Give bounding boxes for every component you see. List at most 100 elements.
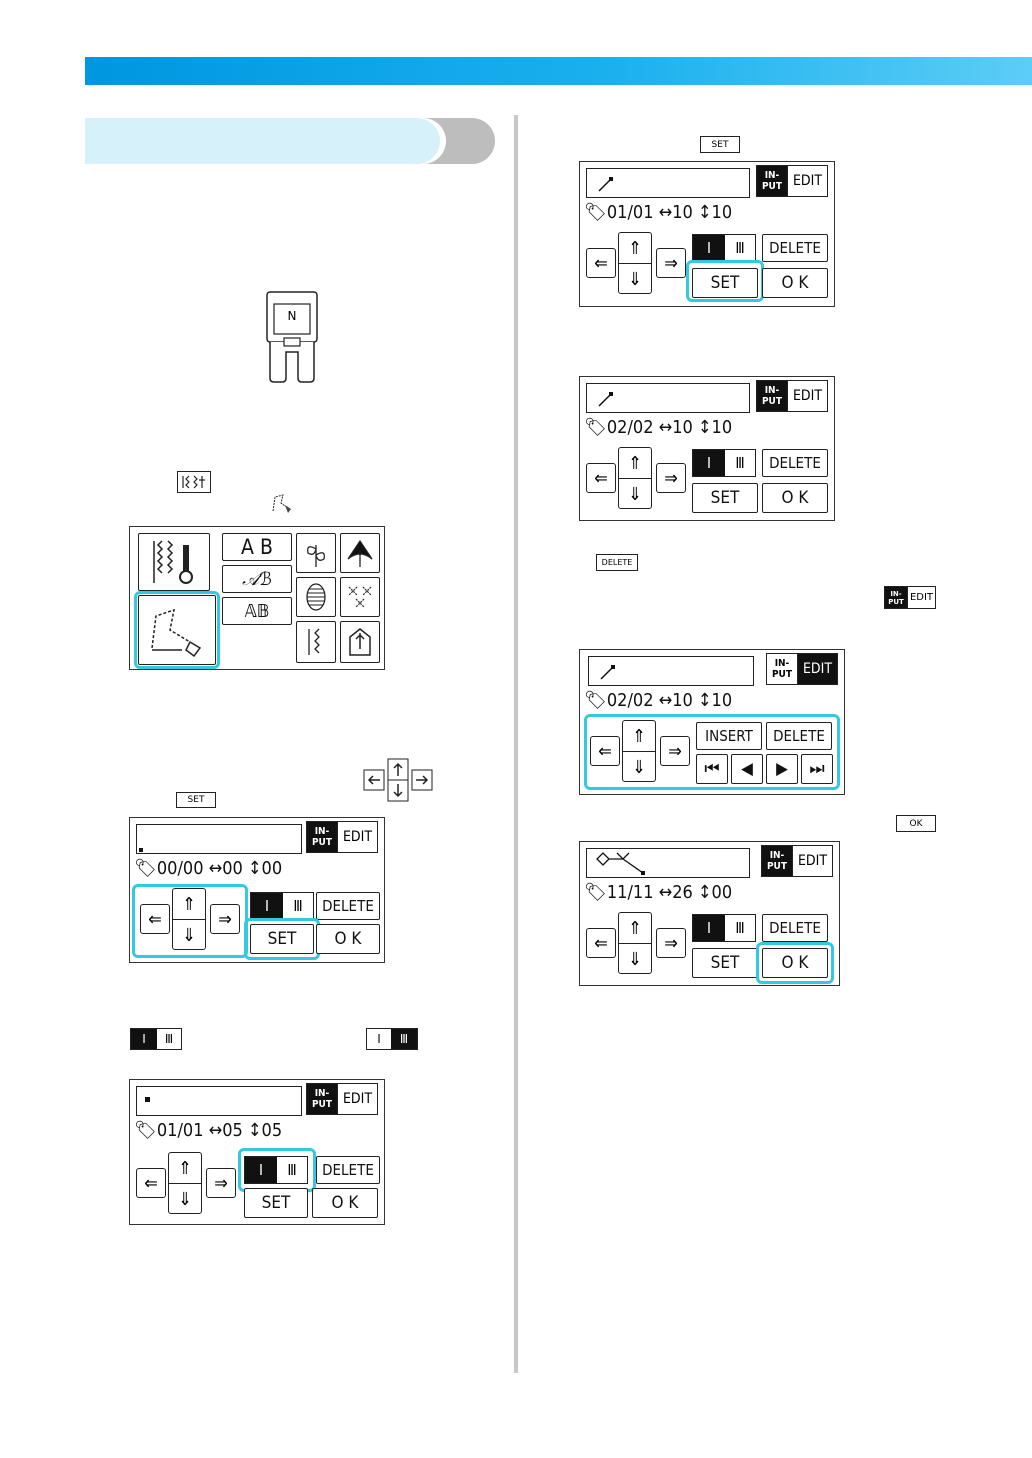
set-button[interactable]: SET — [244, 1188, 308, 1218]
input-edit-toggle[interactable]: IN-PUT EDIT — [756, 380, 828, 412]
arrow-up-icon: ⇑ — [619, 448, 651, 479]
left-arrow-button[interactable]: ⇐ — [586, 463, 616, 493]
stitch-status-readout: 🏷00/00 ↔00 ↕00 — [134, 858, 283, 879]
arrow-left-icon: ⇐ — [594, 467, 608, 489]
stitch-preview-display — [136, 1086, 302, 1116]
ok-button[interactable]: O K — [312, 1188, 378, 1218]
up-down-arrow-buttons[interactable]: ⇑⇓ — [618, 232, 652, 294]
stitch-preview-display — [588, 656, 754, 686]
stitch-status-readout: 🏷01/01 ↔10 ↕10 — [584, 202, 733, 223]
arrow-right-icon: ⇒ — [664, 467, 678, 489]
up-down-arrow-buttons[interactable]: ⇑⇓ — [618, 912, 652, 974]
satin-stitch-tile[interactable] — [296, 577, 336, 617]
set-button[interactable]: SET — [692, 483, 758, 513]
ok-button[interactable]: O K — [316, 924, 380, 954]
left-arrow-button[interactable]: ⇐ — [586, 928, 616, 958]
up-down-arrow-buttons[interactable]: ⇑⇓ — [168, 1152, 202, 1214]
next-point-button[interactable]: ▶ — [766, 754, 798, 784]
input-edit-toggle[interactable]: IN-PUT EDIT — [766, 653, 838, 685]
previous-point-button[interactable]: ◀ — [731, 754, 763, 784]
my-custom-stitch-tile[interactable] — [138, 595, 216, 665]
up-down-arrow-buttons[interactable]: ⇑⇓ — [618, 447, 652, 509]
ok-button[interactable]: O K — [762, 483, 828, 513]
input-mode-label: IN-PUT — [307, 822, 337, 852]
left-arrow-button[interactable]: ⇐ — [586, 248, 616, 278]
stitch-status-readout: 🏷02/02 ↔10 ↕10 — [584, 417, 733, 438]
arrow-left-icon: ⇐ — [594, 932, 608, 954]
input-mode-label: IN-PUT — [771, 658, 793, 680]
alphabet-script-tile[interactable]: 𝒜ℬ — [222, 565, 292, 593]
cross-stitch-tile[interactable] — [340, 577, 380, 617]
edit-screen-edit-mode: IN-PUT EDIT 🏷02/02 ↔10 ↕10 ⇐ ⇑⇓ ⇒ INSERT… — [579, 649, 845, 795]
set-button[interactable]: SET — [692, 948, 758, 978]
quilting-stitch-tile[interactable] — [296, 621, 336, 663]
arrow-left-icon: ⇐ — [594, 252, 608, 274]
edit-controls-highlight — [584, 714, 840, 790]
stitch-preview-display — [136, 824, 302, 854]
delete-button[interactable]: DELETE — [762, 449, 828, 477]
triangle-right-icon: ▶ — [776, 759, 788, 779]
set-button[interactable]: SET — [250, 924, 314, 954]
section-heading-pill — [85, 118, 495, 164]
right-arrow-button[interactable]: ⇒ — [206, 1168, 236, 1198]
heirloom-stitch-tile[interactable] — [340, 533, 380, 573]
arrow-left-icon: ⇐ — [598, 740, 612, 762]
skip-end-icon: ⏭ — [809, 759, 825, 779]
ok-button[interactable]: O K — [762, 268, 828, 298]
input-mode-label: IN-PUT — [757, 166, 787, 196]
utility-stitch-tile[interactable] — [138, 533, 210, 591]
right-arrow-button[interactable]: ⇒ — [656, 928, 686, 958]
edit-mode-label: EDIT — [797, 654, 837, 684]
delete-button[interactable]: DELETE — [316, 892, 380, 920]
input-edit-toggle[interactable]: IN-PUT EDIT — [756, 165, 828, 197]
toggle-highlight — [238, 1148, 316, 1192]
arrow-up-icon: ⇑ — [173, 889, 205, 920]
delete-button[interactable]: DELETE — [316, 1156, 380, 1184]
arrow-left-icon: ⇐ — [144, 1172, 158, 1194]
triangle-left-icon: ◀ — [741, 759, 753, 779]
right-arrow-button[interactable]: ⇒ — [656, 463, 686, 493]
utility-stitch-key-icon — [177, 471, 211, 493]
delete-button[interactable]: DELETE — [762, 914, 828, 942]
arrow-right-icon: ⇒ — [664, 932, 678, 954]
right-arrow-button[interactable]: ⇒ — [656, 248, 686, 278]
set-button[interactable]: SET — [692, 268, 758, 298]
left-arrow-button[interactable]: ⇐ — [140, 904, 170, 934]
left-arrow-button[interactable]: ⇐ — [590, 736, 620, 766]
ok-button[interactable]: O K — [762, 948, 828, 978]
insert-button[interactable]: INSERT — [696, 722, 762, 750]
alphabet-outline-tile[interactable]: 𝔸𝔹 — [222, 597, 292, 625]
arrow-up-icon: ⇑ — [619, 913, 651, 944]
stitch-category-screen: A B 𝒜ℬ 𝔸𝔹 — [129, 526, 385, 670]
up-down-arrow-buttons[interactable]: ⇑⇓ — [622, 720, 656, 782]
input-mode-label: IN-PUT — [757, 381, 787, 411]
up-down-arrow-buttons[interactable]: ⇑⇓ — [172, 888, 206, 950]
arrow-down-icon: ⇓ — [628, 948, 642, 970]
stitch-preview-display — [586, 383, 750, 413]
ok-key-icon: OK — [896, 815, 936, 832]
right-arrow-button[interactable]: ⇒ — [210, 904, 240, 934]
delete-button[interactable]: DELETE — [762, 234, 828, 262]
input-edit-toggle[interactable]: IN-PUT EDIT — [761, 845, 833, 877]
alphabet-block-tile[interactable]: A B — [222, 533, 292, 561]
presser-foot-n-icon: N — [266, 291, 318, 383]
stitch-preview-display — [586, 168, 750, 198]
arrow-keys-icon — [362, 758, 434, 802]
delete-button[interactable]: DELETE — [766, 722, 832, 750]
right-arrow-button[interactable]: ⇒ — [660, 736, 690, 766]
last-point-button[interactable]: ⏭ — [801, 754, 833, 784]
first-point-button[interactable]: ⏮ — [696, 754, 728, 784]
decorative-stitch-tile[interactable] — [296, 533, 336, 573]
ok-button-highlight — [756, 942, 834, 984]
buttonhole-stitch-tile[interactable] — [340, 621, 380, 663]
input-edit-toggle[interactable]: IN-PUT EDIT — [306, 1083, 378, 1115]
arrow-up-icon: ⇑ — [623, 721, 655, 752]
left-arrow-button[interactable]: ⇐ — [136, 1168, 166, 1198]
input-edit-toggle[interactable]: IN-PUT EDIT — [306, 821, 378, 853]
